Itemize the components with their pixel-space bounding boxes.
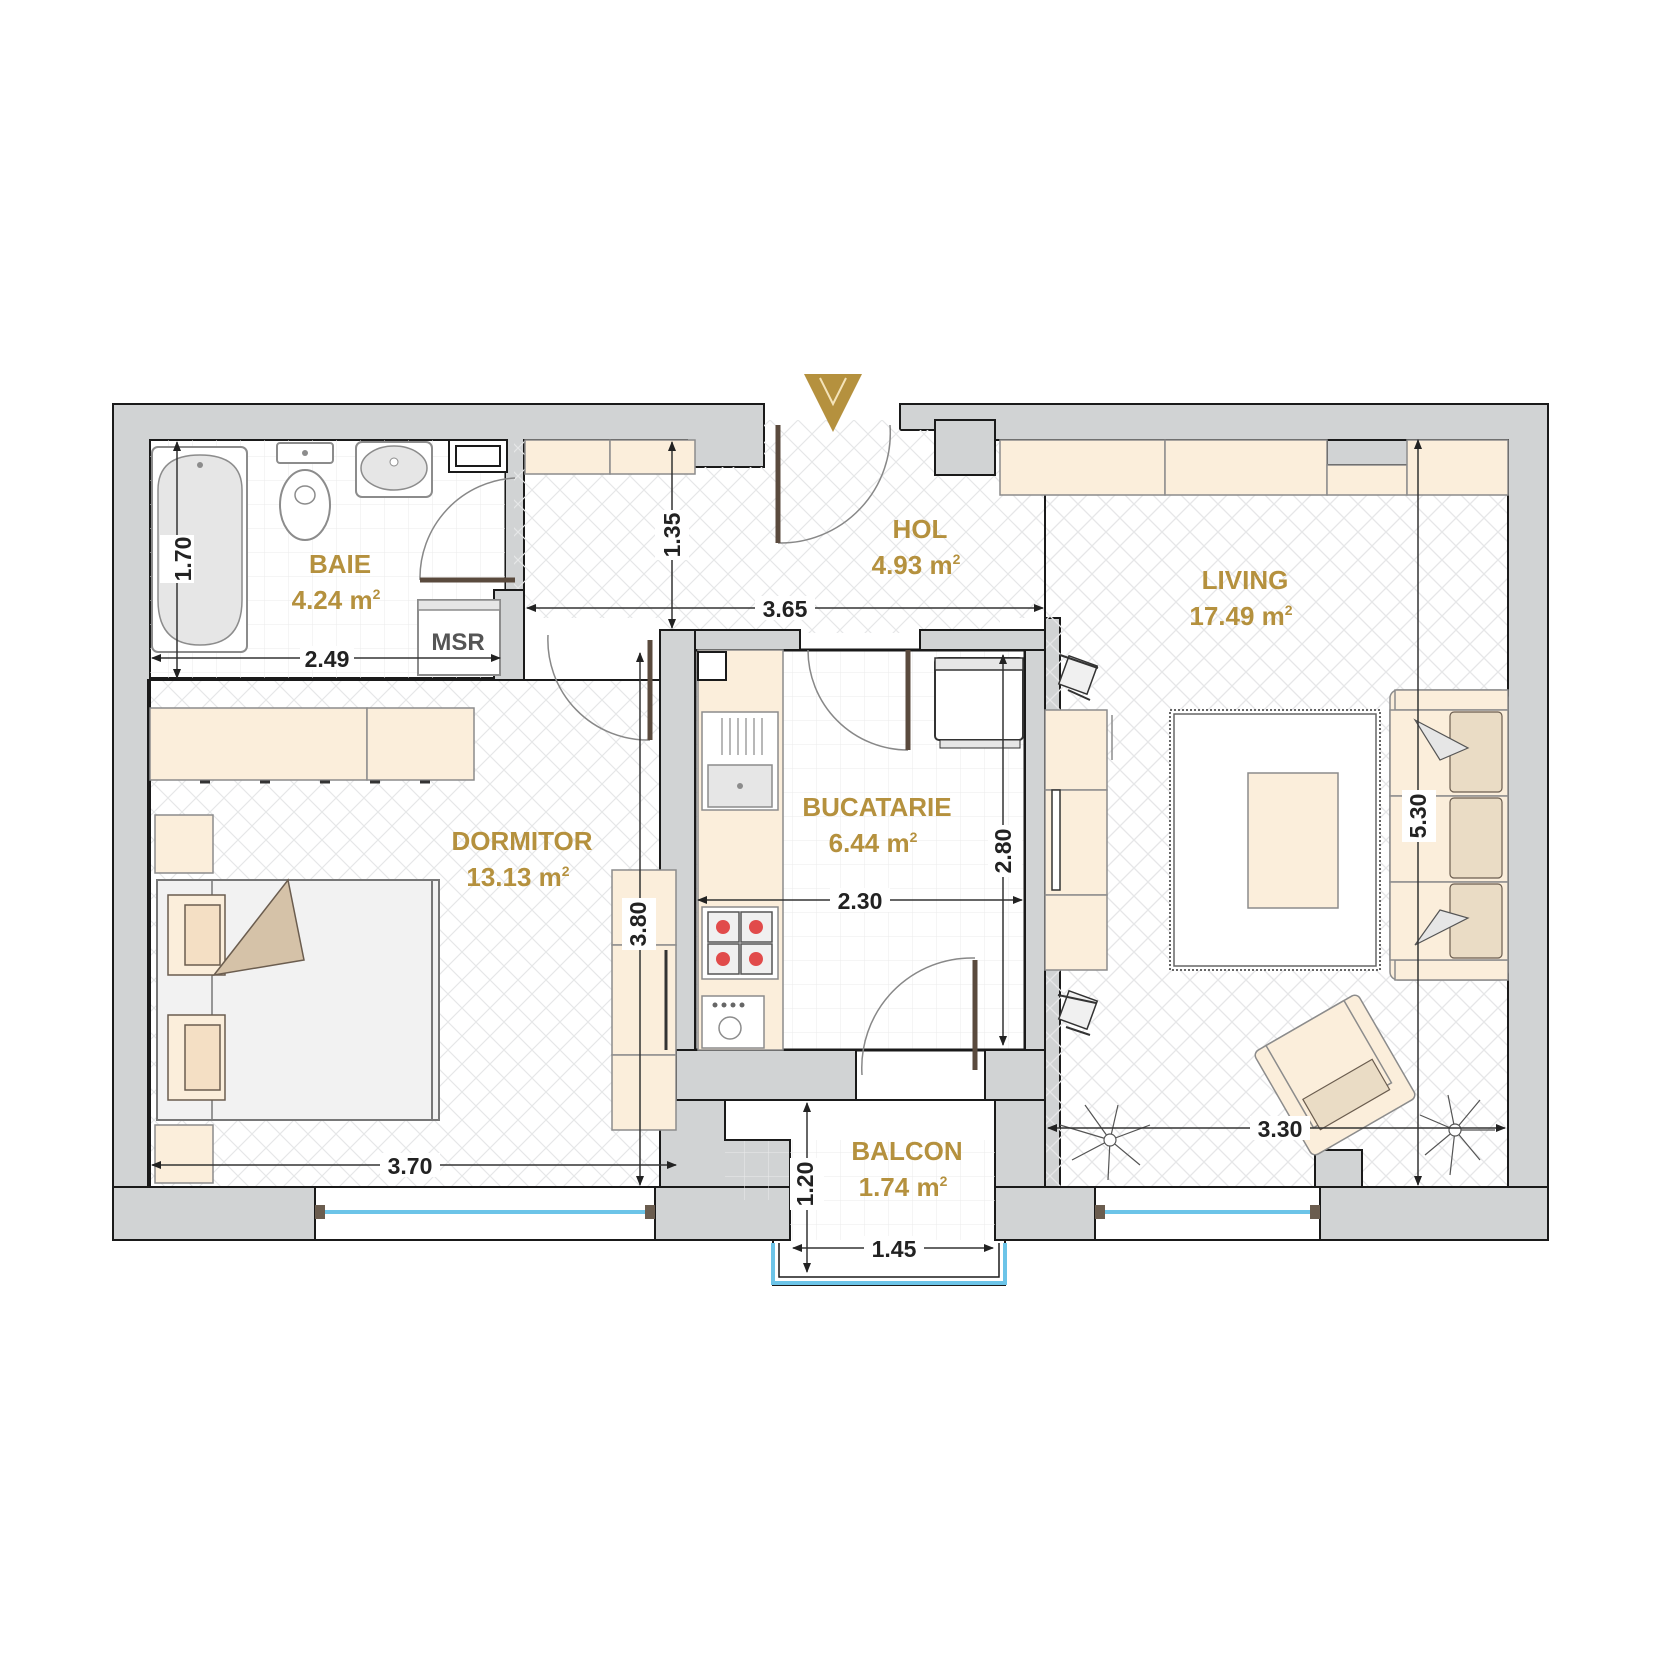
- washer-box: [417, 599, 501, 676]
- room-labels: BAIE 4.24 m2 HOL 4.93 m2 LIVING 17.49 m2…: [292, 514, 1293, 1202]
- rug: [1169, 709, 1381, 971]
- bedroom-wardrobe: [149, 707, 475, 784]
- nightstand-bottom: [154, 1124, 214, 1184]
- bed-icon: [156, 878, 440, 1121]
- room-name-hol: HOL: [893, 514, 948, 544]
- armchair-icon: [1254, 994, 1416, 1156]
- stove-icon: [701, 906, 779, 980]
- dim-baie-height: 1.70: [170, 537, 196, 582]
- coffee-table: [1247, 772, 1339, 909]
- sink-icon: [355, 441, 433, 498]
- window-icon: [314, 1186, 1321, 1241]
- dim-dormitor-width: 3.70: [388, 1153, 433, 1179]
- dim-balcon-height: 1.20: [792, 1162, 818, 1207]
- dim-balcon-width: 1.45: [872, 1236, 917, 1262]
- door-swing-icon: [419, 424, 978, 1076]
- room-area-living: 17.49 m2: [1189, 601, 1292, 631]
- nightstand-top: [154, 814, 214, 874]
- dim-hol-depth: 1.35: [659, 512, 685, 557]
- dim-baie-width: 2.49: [305, 646, 350, 672]
- kitchen-counter: [697, 649, 784, 1051]
- room-name-dormitor: DORMITOR: [451, 826, 592, 856]
- msr-label: MSR: [431, 629, 484, 656]
- dim-dormitor-height: 3.80: [625, 902, 651, 947]
- room-area-hol: 4.93 m2: [872, 550, 961, 580]
- tv-unit: [1044, 709, 1113, 971]
- dimension-labels: 1.70 2.49 1.35 3.65 2.80 2.30 3.80 3.70 …: [160, 510, 1436, 1262]
- room-name-living: LIVING: [1202, 565, 1289, 595]
- room-area-dormitor: 13.13 m2: [466, 862, 569, 892]
- dim-hol-width: 3.65: [763, 596, 808, 622]
- room-area-balcon: 1.74 m2: [859, 1172, 948, 1202]
- dim-bucatarie-height: 2.80: [990, 829, 1016, 874]
- hall-wardrobe: [524, 439, 696, 475]
- room-name-bucatarie: BUCATARIE: [802, 792, 951, 822]
- chair-icon: [1057, 654, 1099, 1036]
- toilet-icon: [276, 442, 334, 541]
- balcony: [724, 1099, 1007, 1286]
- dim-bucatarie-width: 2.30: [838, 888, 883, 914]
- dim-living-height: 5.30: [1405, 794, 1431, 839]
- room-area-bucatarie: 6.44 m2: [829, 828, 918, 858]
- living-wardrobe: [999, 439, 1509, 496]
- room-name-balcon: BALCON: [851, 1136, 962, 1166]
- room-name-baie: BAIE: [309, 549, 371, 579]
- sink-icon: [701, 711, 779, 811]
- fridge-icon: [934, 657, 1024, 749]
- oven-icon: [701, 995, 765, 1049]
- dim-living-width: 3.30: [1258, 1116, 1303, 1142]
- room-area-baie: 4.24 m2: [292, 585, 381, 615]
